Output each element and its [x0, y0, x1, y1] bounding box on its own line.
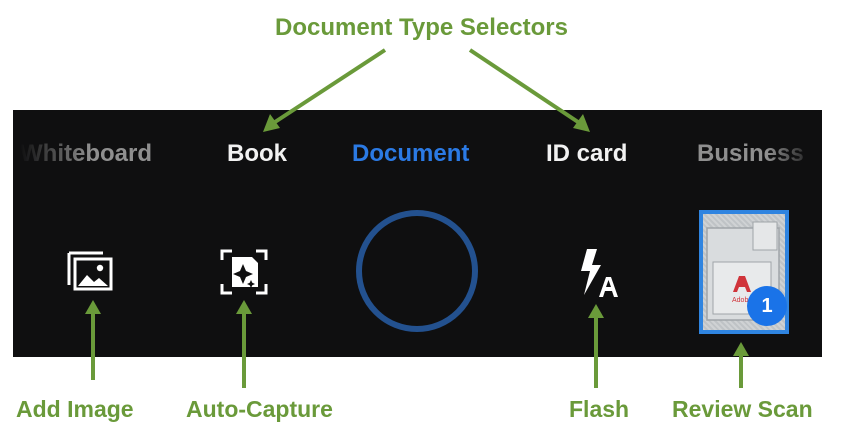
flash-button[interactable]	[577, 247, 621, 301]
callout-auto-capture: Auto-Capture	[186, 396, 333, 422]
arrow-to-book	[273, 48, 387, 124]
mode-business-card[interactable]: Business	[697, 140, 804, 167]
arrowhead-auto-capture	[236, 300, 252, 314]
mode-document-selected[interactable]: Document	[352, 140, 470, 167]
adobe-logo-text: Adobe	[732, 297, 752, 304]
callout-add-image: Add Image	[16, 396, 134, 422]
arrowhead-review-scan	[733, 342, 749, 356]
arrowhead-book	[263, 114, 280, 132]
gallery-icon	[67, 251, 113, 291]
sparkle-frame-icon	[220, 249, 268, 295]
auto-capture-button[interactable]	[218, 247, 270, 297]
arrowhead-flash	[588, 304, 604, 318]
callout-review-scan: Review Scan	[672, 396, 813, 422]
mode-whiteboard[interactable]: Whiteboard	[20, 140, 152, 167]
camera-toolbar: Whiteboard Book Document ID card Busines…	[13, 110, 822, 357]
add-image-button[interactable]	[65, 249, 115, 295]
mode-id-card[interactable]: ID card	[546, 140, 628, 167]
mode-book[interactable]: Book	[227, 140, 287, 167]
scan-count-badge: 1	[747, 286, 787, 326]
arrowhead-id-card	[573, 114, 590, 132]
shutter-ring-icon	[356, 210, 478, 332]
flash-auto-icon	[581, 249, 618, 297]
arrow-to-id-card	[468, 48, 580, 124]
shutter-button[interactable]	[354, 208, 480, 334]
callout-document-type-selectors: Document Type Selectors	[275, 14, 568, 41]
callout-flash: Flash	[569, 396, 630, 422]
arrowhead-add-image	[85, 300, 101, 314]
